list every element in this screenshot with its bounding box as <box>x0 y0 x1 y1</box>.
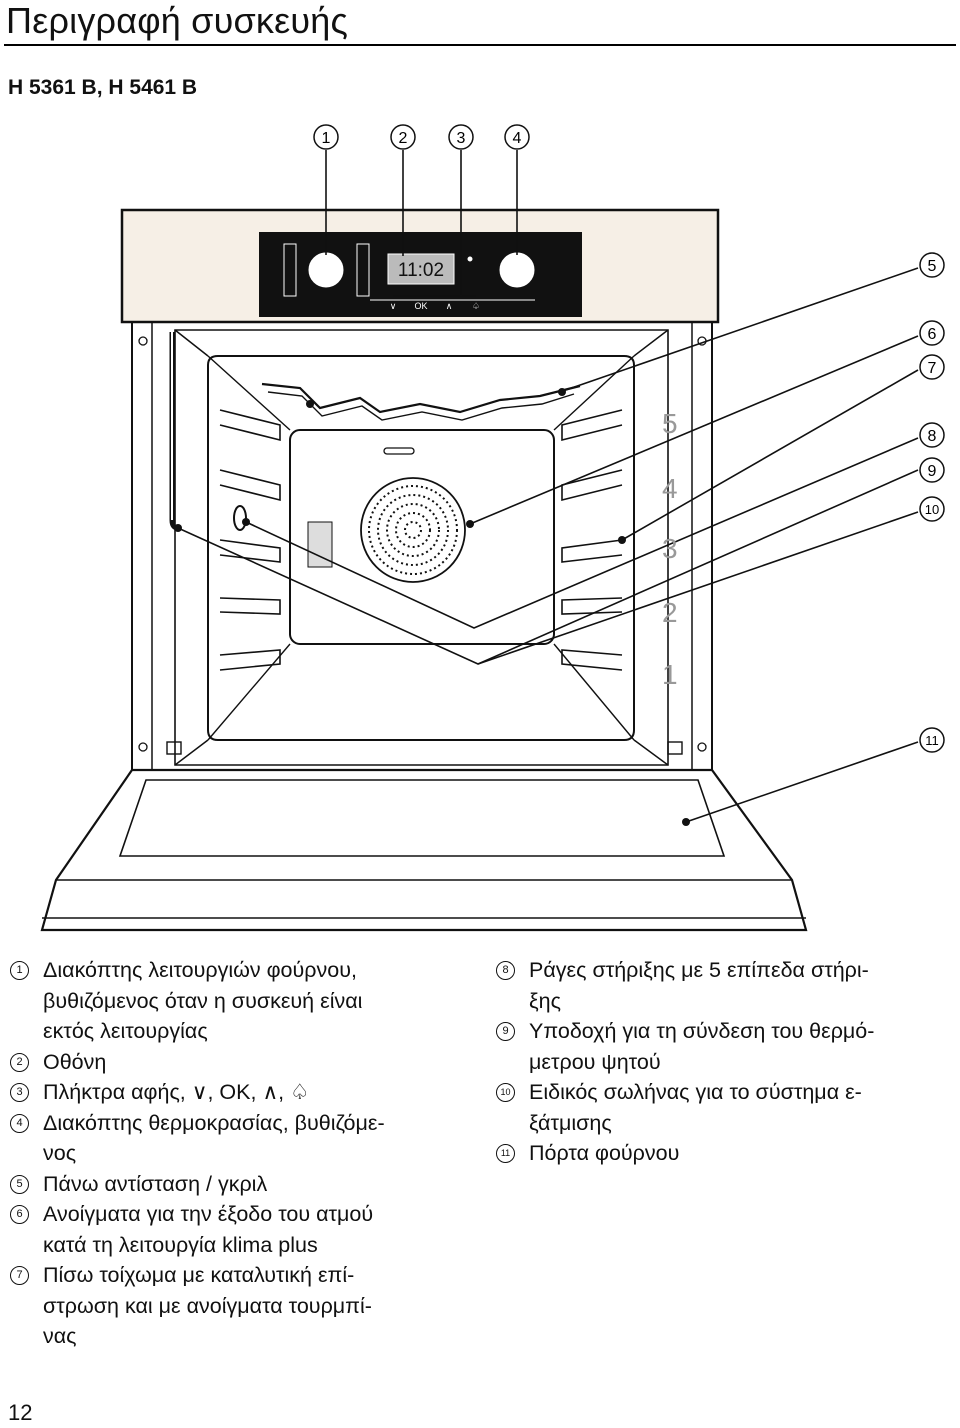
temperature-knob <box>499 252 535 288</box>
leader-lines <box>177 150 919 823</box>
legend-line: Πλήκτρα αφής, ∨, OK, ∧, ♤ <box>43 1080 310 1104</box>
callout-9: 9 <box>919 457 945 483</box>
callout-markers: 1 2 3 4 5 6 7 8 9 10 11 <box>313 124 945 753</box>
legend-line: κατά τη λειτουργία klima plus <box>43 1232 318 1257</box>
legend-line: Ράγες στήριξης με 5 επίπεδα στήρι- <box>529 958 869 982</box>
legend-item-10: 10 Ειδικός σωλήνας για το σύστημα ε- ξάτ… <box>496 1077 956 1138</box>
legend-line: μετρου ψητού <box>529 1049 661 1074</box>
legend-line: Οθόνη <box>43 1049 107 1074</box>
callout-5: 5 <box>919 252 945 278</box>
legend-line: Πίσω τοίχωμα με καταλυτική επί- <box>43 1263 355 1287</box>
legend-badge: 5 <box>10 1174 29 1194</box>
panel-keys: ∨ OK ∧ ♤ <box>390 301 480 311</box>
callout-7: 7 <box>919 354 945 380</box>
legend-left: 1 Διακόπτης λειτουργιών φούρνου, βυθιζόμ… <box>10 955 480 1352</box>
callout-8: 8 <box>919 422 945 448</box>
leader-dots <box>174 388 690 826</box>
legend-item-1: 1 Διακόπτης λειτουργιών φούρνου, βυθιζόμ… <box>10 955 480 1047</box>
legend-line: Υποδοχή για τη σύνδεση του θερμό- <box>529 1019 875 1043</box>
svg-text:7: 7 <box>928 360 937 377</box>
shelf-level-4: 4 <box>662 473 678 504</box>
display-time: 11:02 <box>398 260 444 281</box>
legend-line: στρωση και με ανοίγματα τουρμπί- <box>43 1293 372 1318</box>
legend-line: Ανοίγματα για την έξοδο του ατμού <box>43 1202 374 1226</box>
title-divider <box>4 44 956 46</box>
callout-11: 11 <box>919 727 945 753</box>
page-title: Περιγραφή συσκευής <box>6 0 349 41</box>
panel-key-timer: ♤ <box>472 301 480 311</box>
legend-badge: 6 <box>10 1205 29 1224</box>
function-selector-knob <box>308 252 344 288</box>
panel-key-down: ∨ <box>390 301 397 311</box>
legend-item-6: 6 Ανοίγματα για την έξοδο του ατμού κατά… <box>10 1199 480 1260</box>
panel-key-ok: OK <box>414 301 427 311</box>
legend-badge: 7 <box>10 1266 29 1285</box>
legend-badge: 3 <box>10 1083 29 1102</box>
shelf-level-2: 2 <box>662 597 678 628</box>
display-screen <box>387 253 455 285</box>
legend-badge: 2 <box>10 1052 29 1072</box>
legend-line: Διακόπτης θερμοκρασίας, βυθιζόμε- <box>43 1110 385 1135</box>
legend-line: νος <box>43 1141 77 1165</box>
legend-line: βυθιζόμενος όταν η συσκευή είναι <box>43 988 363 1013</box>
control-strip-details <box>283 243 535 301</box>
shelf-level-5: 5 <box>662 408 678 439</box>
legend-badge: 1 <box>10 961 29 980</box>
callout-6: 6 <box>919 320 945 346</box>
svg-text:6: 6 <box>928 326 937 343</box>
callout-1: 1 <box>313 124 339 150</box>
legend-item-11: 11 Πόρτα φούρνου <box>496 1138 956 1169</box>
legend-line: εκτός λειτουργίας <box>43 1019 208 1043</box>
shelf-level-1: 1 <box>662 659 678 690</box>
svg-text:11: 11 <box>925 733 939 748</box>
svg-text:10: 10 <box>925 502 939 517</box>
legend-line: Διακόπτης λειτουργιών φούρνου, <box>43 958 357 982</box>
legend-item-7: 7 Πίσω τοίχωμα με καταλυτική επί- στρωση… <box>10 1260 480 1352</box>
legend-item-8: 8 Ράγες στήριξης με 5 επίπεδα στήρι- ξης <box>496 955 956 1016</box>
legend-item-2: 2 Οθόνη <box>10 1047 480 1078</box>
legend-badge: 9 <box>496 1022 515 1041</box>
oven-diagram: 11:02 ∨ OK ∧ ♤ 5 4 3 2 1 1 <box>40 124 945 932</box>
callout-4: 4 <box>504 124 530 150</box>
svg-text:3: 3 <box>457 130 466 147</box>
legend-badge: 4 <box>10 1113 29 1133</box>
callout-10: 10 <box>919 496 945 522</box>
legend-right: 8 Ράγες στήριξης με 5 επίπεδα στήρι- ξης… <box>496 955 956 1169</box>
side-rails <box>219 409 623 671</box>
legend-badge: 10 <box>496 1083 515 1102</box>
legend-item-4: 4 Διακόπτης θερμοκρασίας, βυθιζόμε- νος <box>10 1108 480 1169</box>
callout-3: 3 <box>448 124 474 150</box>
legend-item-3: 3 Πλήκτρα αφής, ∨, OK, ∧, ♤ <box>10 1077 480 1108</box>
svg-text:2: 2 <box>399 130 408 147</box>
legend-line: Ειδικός σωλήνας για το σύστημα ε- <box>529 1080 862 1104</box>
svg-text:1: 1 <box>322 130 331 147</box>
svg-text:4: 4 <box>513 130 522 147</box>
model-numbers: H 5361 B, H 5461 B <box>8 76 198 99</box>
legend-line: Πάνω αντίσταση / γκριλ <box>43 1171 268 1196</box>
svg-text:5: 5 <box>928 258 937 275</box>
legend-badge: 11 <box>496 1144 515 1163</box>
legend-line: νας <box>43 1324 77 1348</box>
legend-item-5: 5 Πάνω αντίσταση / γκριλ <box>10 1169 480 1200</box>
panel-key-up: ∧ <box>446 301 453 311</box>
legend-line: ξης <box>529 988 561 1013</box>
svg-text:8: 8 <box>928 428 937 445</box>
legend-item-9: 9 Υποδοχή για τη σύνδεση του θερμό- μετρ… <box>496 1016 956 1077</box>
page-number: 12 <box>8 1400 33 1425</box>
shelf-level-labels: 5 4 3 2 1 <box>662 408 678 690</box>
callout-2: 2 <box>390 124 416 150</box>
legend-line: Πόρτα φούρνου <box>529 1141 680 1165</box>
shelf-level-3: 3 <box>662 533 678 564</box>
legend-line: ξάτμισης <box>529 1110 612 1135</box>
svg-text:9: 9 <box>928 463 937 480</box>
legend-badge: 8 <box>496 961 515 980</box>
